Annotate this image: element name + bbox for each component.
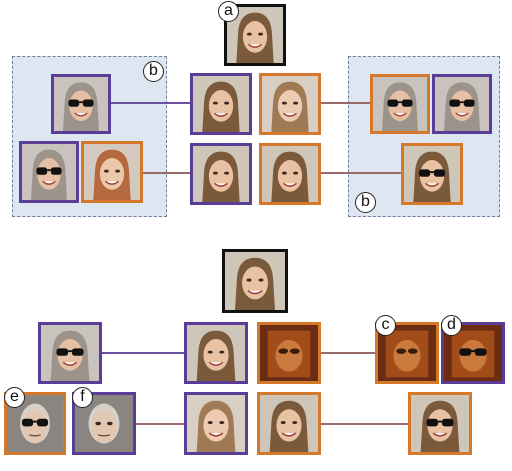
label-b: b [355,192,376,213]
face-thumbnail [432,74,492,134]
face-thumbnail [190,73,252,135]
face-thumbnail [81,141,143,203]
face-thumbnail [401,143,463,205]
label-b: b [143,61,164,82]
face-thumbnail [370,74,430,134]
connector [320,423,408,425]
connector [320,172,402,174]
top-panel: a b b [0,0,512,230]
face-thumbnail [51,74,111,134]
face-thumbnail [184,322,248,384]
face-thumbnail [184,392,248,455]
connector [320,352,375,354]
connector [142,172,190,174]
connector [320,102,370,104]
face-thumbnail [257,392,321,455]
face-thumbnail [38,322,102,384]
label-c: c [375,315,396,336]
label-f: f [72,387,93,408]
face-thumbnail [19,141,79,203]
face-thumbnail [259,143,321,205]
face-thumbnail [259,73,321,135]
anchor-face-thumbnail [222,249,288,313]
label-a: a [218,1,239,22]
connector [136,423,184,425]
connector [101,352,185,354]
label-d: d [441,315,462,336]
face-thumbnail [257,322,321,384]
label-e: e [4,387,25,408]
connector [110,102,190,104]
face-thumbnail [190,143,252,205]
face-thumbnail [408,392,472,455]
